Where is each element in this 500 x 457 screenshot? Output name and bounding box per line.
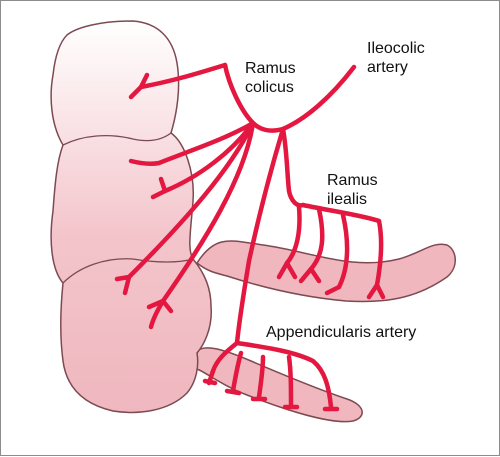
ileum xyxy=(196,240,456,303)
colon xyxy=(50,20,212,414)
colon-fold xyxy=(62,258,194,284)
label-ramus-ilealis: Ramus ilealis xyxy=(327,172,378,208)
colon-fold xyxy=(62,132,172,146)
label-ramus-colicus: Ramus colicus xyxy=(245,60,296,96)
label-appendicularis-artery: Appendicularis artery xyxy=(266,324,417,341)
vessel-end-caps xyxy=(202,378,340,412)
label-ileocolic-artery: Ileocolic artery xyxy=(367,40,425,76)
artery-tree xyxy=(114,62,386,410)
